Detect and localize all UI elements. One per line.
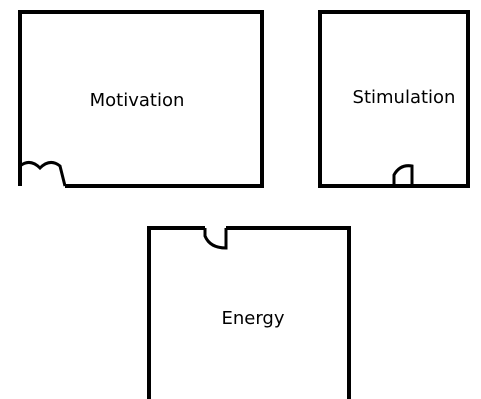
room-energy-label: Energy	[221, 308, 284, 329]
room-stimulation: Stimulation	[318, 10, 470, 188]
room-stimulation-label: Stimulation	[353, 87, 456, 108]
door-stimulation	[392, 164, 414, 186]
room-energy: Energy	[147, 226, 351, 399]
room-energy-walls	[147, 226, 351, 399]
room-motivation-walls	[18, 10, 264, 188]
room-motivation-label: Motivation	[90, 90, 185, 111]
door-energy	[203, 228, 228, 250]
door-motivation	[18, 161, 67, 187]
room-motivation: Motivation	[18, 10, 264, 188]
room-stimulation-walls	[318, 10, 470, 188]
